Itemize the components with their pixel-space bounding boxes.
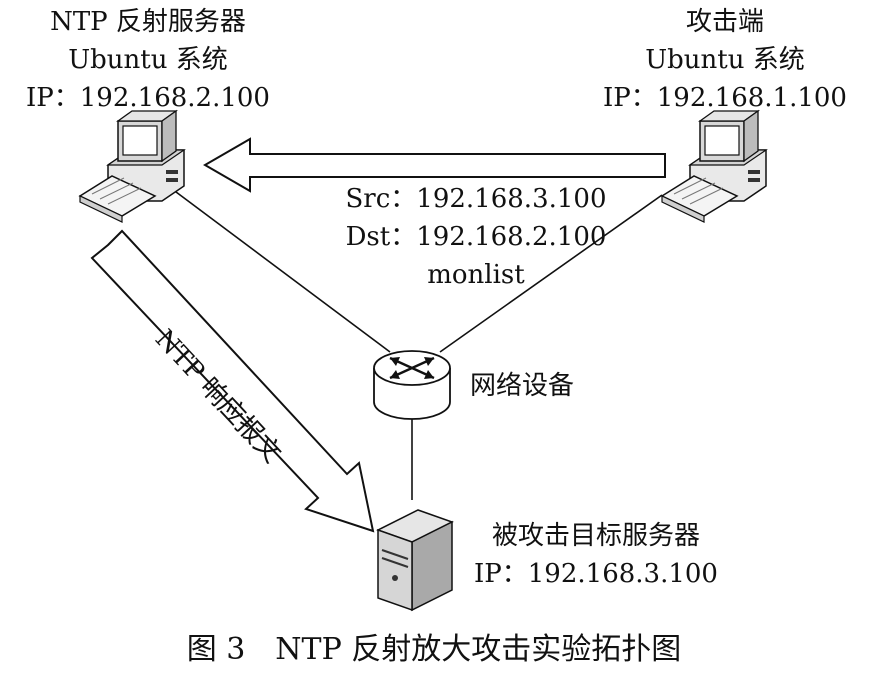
attacker-name: 攻击端 [686,7,764,37]
attacker-os: Ubuntu 系统 [645,45,805,75]
request-src: Src：192.168.3.100 [345,184,606,214]
victim-name: 被攻击目标服务器 [492,521,700,551]
reflector-os: Ubuntu 系统 [68,45,228,75]
attacker-computer-icon [660,109,768,223]
request-dst: Dst：192.168.2.100 [346,222,607,252]
victim-ip: IP：192.168.3.100 [474,559,718,589]
response-arrow [90,229,375,533]
router-icon [373,350,451,420]
reflector-ip: IP：192.168.2.100 [26,83,270,113]
server-icon [376,509,454,612]
router-name: 网络设备 [470,371,574,401]
link-reflector-router [159,179,391,353]
attacker-ip: IP：192.168.1.100 [603,83,847,113]
figure-caption: 图 3 NTP 反射放大攻击实验拓扑图 [187,632,682,667]
request-arrow [203,137,666,193]
link-attacker-router [439,194,663,353]
request-payload: monlist [427,260,525,290]
reflector-computer-icon [78,109,186,223]
reflector-name: NTP 反射服务器 [50,7,246,37]
